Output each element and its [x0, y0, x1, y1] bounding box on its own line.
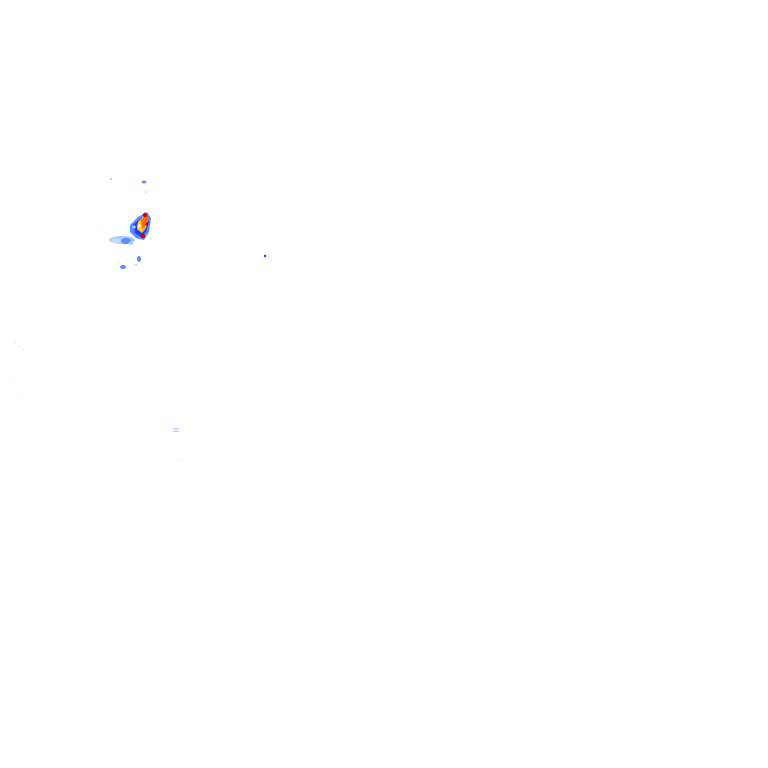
light-echo-north — [110, 178, 147, 193]
storm-cell-main — [130, 212, 151, 240]
light-echo-west — [109, 236, 135, 245]
isolated-echo-south — [173, 427, 182, 461]
clutter-west — [11, 342, 31, 399]
storm-cell-fringe — [120, 256, 141, 269]
isolated-echo-east — [263, 254, 267, 258]
